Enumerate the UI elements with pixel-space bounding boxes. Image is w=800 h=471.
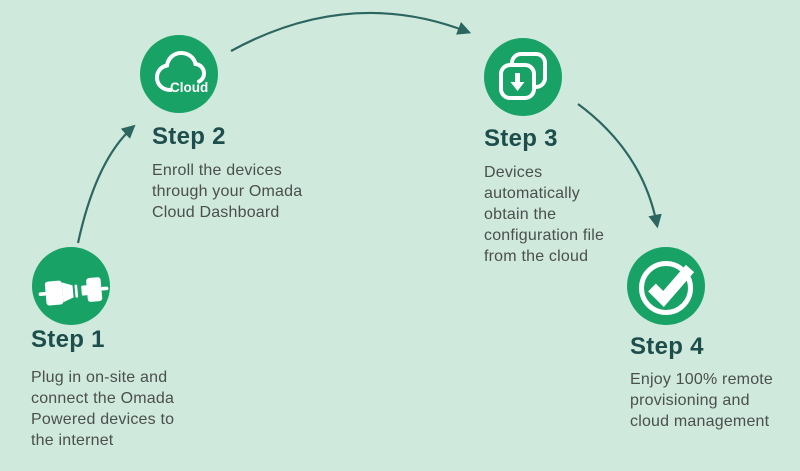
step2-title: Step 2 [152, 123, 226, 150]
cloud-icon-label: Cloud [170, 80, 208, 95]
plug-connection-icon [38, 277, 109, 306]
step3-icon-circle [484, 38, 562, 116]
arrow-step2-to-step3 [230, 11, 472, 52]
step1-title: Step 1 [31, 326, 105, 353]
cloud-icon: Cloud [154, 50, 208, 95]
step3-title: Step 3 [484, 125, 558, 152]
step1-icon-circle [32, 247, 110, 325]
step3-description: Devices automatically obtain the configu… [484, 164, 605, 265]
step4-title: Step 4 [630, 333, 704, 360]
arrow-step1-to-step2 [76, 124, 136, 244]
step2-description: Enroll the devices through your Omada Cl… [152, 162, 303, 221]
step4-description: Enjoy 100% remote provisioning and cloud… [630, 371, 774, 430]
download-stack-icon [499, 52, 547, 100]
step4-icon-circle [627, 247, 705, 325]
step2-icon-circle: Cloud [140, 35, 218, 113]
step1-description: Plug in on-site and connect the Omada Po… [31, 369, 175, 449]
check-circle-icon [639, 261, 695, 315]
